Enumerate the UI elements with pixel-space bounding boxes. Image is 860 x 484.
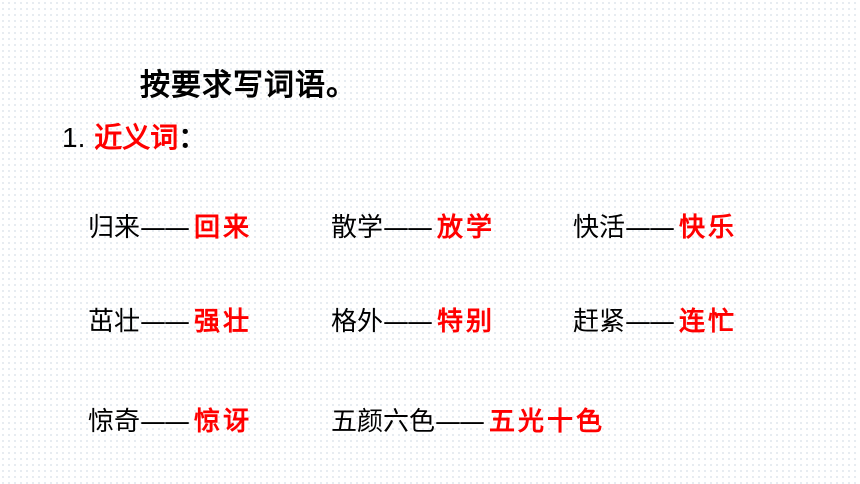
word-pair: 快活——快乐 (573, 212, 737, 244)
page-title: 按要求写词语。 (140, 68, 357, 103)
word: 五颜六色 (331, 407, 436, 437)
dash: —— (435, 407, 485, 437)
synonym-answer: 五光十色 (489, 407, 606, 437)
word: 格外 (331, 307, 384, 337)
word: 茁壮 (88, 307, 141, 337)
synonym-answer: 回来 (194, 213, 253, 243)
word-pair: 赶紧——连忙 (573, 306, 737, 338)
synonym-answer: 放学 (437, 213, 496, 243)
dash: —— (140, 407, 190, 437)
word: 散学 (331, 213, 384, 243)
synonym-answer: 连忙 (679, 307, 738, 337)
dash: —— (140, 213, 190, 243)
section-number: 1. (62, 122, 86, 153)
word: 归来 (88, 213, 141, 243)
synonym-answer: 快乐 (679, 213, 738, 243)
word: 赶紧 (573, 307, 626, 337)
dash: —— (625, 307, 675, 337)
dash: —— (625, 213, 675, 243)
word-pair: 五颜六色——五光十色 (331, 406, 605, 438)
word-pair: 归来——回来 (88, 212, 252, 244)
word-pair: 惊奇——惊讶 (88, 406, 252, 438)
dash: —— (383, 213, 433, 243)
dash: —— (383, 307, 433, 337)
section-colon: ： (178, 121, 207, 154)
word: 惊奇 (88, 407, 141, 437)
word-pair: 茁壮——强壮 (88, 306, 252, 338)
dash: —— (140, 307, 190, 337)
section-heading: 1. 近义词： (62, 116, 206, 156)
section-label: 近义词 (94, 121, 179, 154)
synonym-answer: 强壮 (194, 307, 253, 337)
synonym-answer: 惊讶 (194, 407, 253, 437)
word: 快活 (573, 213, 626, 243)
synonym-answer: 特别 (437, 307, 496, 337)
word-pair: 散学——放学 (331, 212, 495, 244)
word-pair: 格外——特别 (331, 306, 495, 338)
